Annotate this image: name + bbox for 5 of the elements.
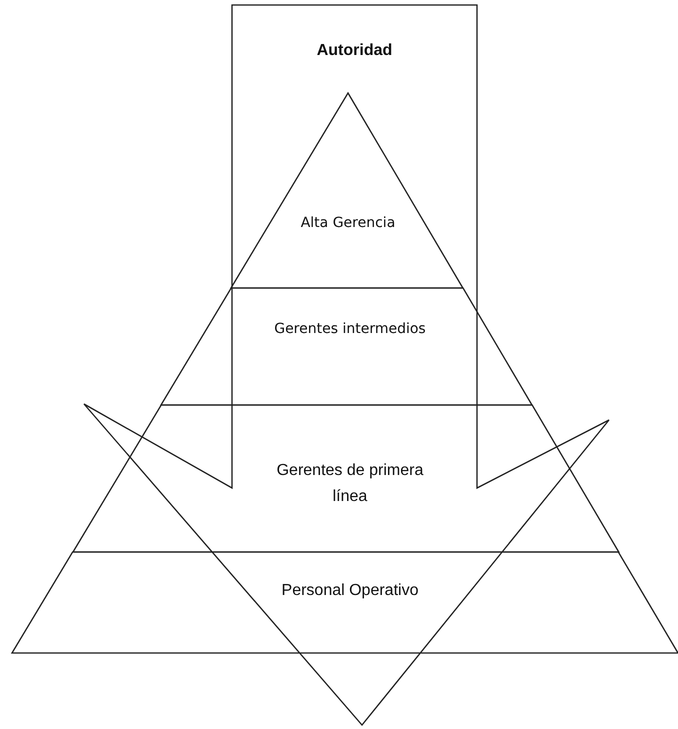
tier-label: Personal Operativo (280, 581, 420, 601)
tier-label: Gerentes intermedios (273, 320, 427, 339)
tier-label: Gerentes de primera línea (276, 461, 424, 507)
arrow-label: Autoridad (316, 41, 394, 61)
tier-label: Alta Gerencia (300, 214, 396, 233)
